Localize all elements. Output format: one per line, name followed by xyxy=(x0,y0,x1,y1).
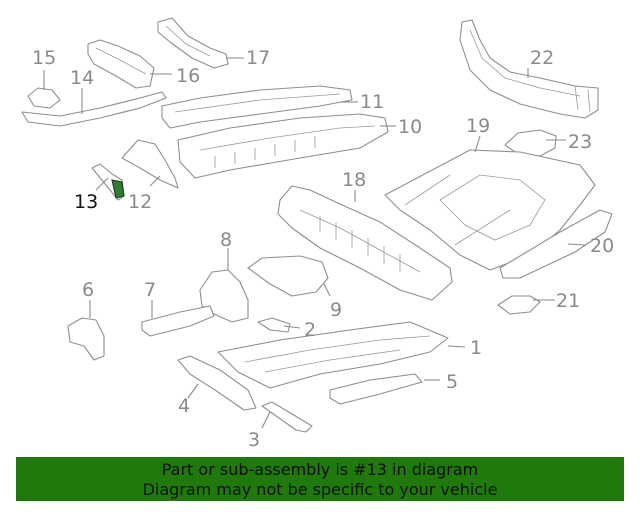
part-4-rail xyxy=(177,355,257,411)
callout-20: 20 xyxy=(590,235,614,257)
callout-9: 9 xyxy=(330,299,342,321)
part-7-sill xyxy=(141,305,215,337)
leader-lines xyxy=(43,57,586,429)
callout-6: 6 xyxy=(82,279,94,301)
banner-line-part: Part or sub-assembly is #13 in diagram xyxy=(161,460,479,479)
callout-18: 18 xyxy=(342,169,366,191)
callout-19: 19 xyxy=(466,115,490,137)
callout-23: 23 xyxy=(568,131,592,153)
callout-17: 17 xyxy=(246,47,270,69)
callout-13-highlighted: 13 xyxy=(74,191,98,213)
callout-2: 2 xyxy=(304,319,316,341)
callout-11: 11 xyxy=(360,91,384,113)
part-18-tunnel xyxy=(277,185,453,301)
callout-21: 21 xyxy=(556,290,580,312)
part-1-floor xyxy=(217,321,449,389)
callout-3: 3 xyxy=(248,429,260,451)
callout-1: 1 xyxy=(470,337,482,359)
part-15-plate xyxy=(27,87,61,109)
callout-4: 4 xyxy=(178,395,190,417)
part-22-rear-frame xyxy=(459,19,599,119)
callout-10: 10 xyxy=(398,116,422,138)
part-13-highlighted xyxy=(91,163,125,201)
callout-22: 22 xyxy=(530,47,554,69)
part-20-rail xyxy=(499,209,613,279)
part-10-crossmember xyxy=(177,113,389,179)
callout-5: 5 xyxy=(446,371,458,393)
part-16-bracket xyxy=(87,39,155,89)
part-5-rail xyxy=(329,373,423,405)
banner-line-disclaimer: Diagram may not be specific to your vehi… xyxy=(142,480,498,499)
callout-16: 16 xyxy=(176,65,200,87)
part-2-clip xyxy=(257,317,291,333)
part-17-bracket xyxy=(157,17,229,69)
callout-14: 14 xyxy=(70,67,94,89)
info-banner: Part or sub-assembly is #13 in diagram D… xyxy=(16,457,624,501)
callout-12: 12 xyxy=(128,191,152,213)
part-19-rear-floor xyxy=(384,149,596,271)
parts-diagram: 1 2 3 4 5 6 7 8 9 10 11 12 13 14 15 16 1… xyxy=(21,17,614,451)
part-6-bracket xyxy=(67,317,105,361)
part-14-rail xyxy=(21,91,167,127)
part-21-bracket xyxy=(497,295,541,315)
callout-15: 15 xyxy=(32,47,56,69)
callout-7: 7 xyxy=(144,279,156,301)
part-9-bracket xyxy=(247,255,329,297)
part-3-plate xyxy=(261,401,313,433)
callout-8: 8 xyxy=(220,229,232,251)
part-11-crossmember xyxy=(161,85,353,129)
part-12-bracket xyxy=(121,139,179,189)
